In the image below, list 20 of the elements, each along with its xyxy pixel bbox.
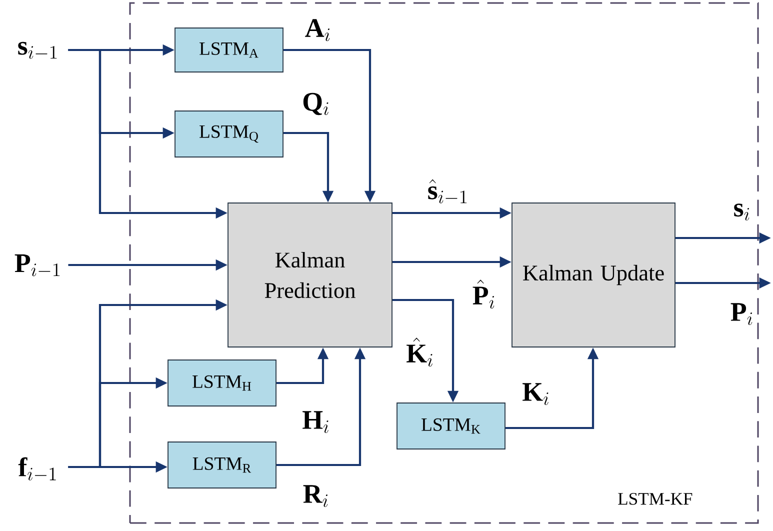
edge-label: $\mathbf{Q}_i$ — [300, 92, 332, 116]
lstm-box: LSTM$_{A}$ — [174, 28, 284, 72]
edge-label: $\mathbf{P}_i$ — [729, 302, 755, 326]
edge-label: $\hat{\mathbf{P}}_i$ — [471, 278, 497, 310]
edge-label: $\mathbf{R}_i$ — [302, 484, 330, 508]
edge-label: $\mathbf{s}_i$ — [732, 202, 752, 222]
kalman-box: Kalman Prediction — [228, 202, 392, 348]
kalman-box: Kalman Update — [512, 202, 676, 348]
lstm-box: LSTM$_{Q}$ — [174, 110, 284, 158]
edge-label: $\mathbf{A}_i$ — [304, 18, 332, 42]
signal-label: $\mathbf{f}_{i-1}$ — [18, 457, 56, 480]
signal-label: $\mathbf{P}_{i-1}$ — [14, 254, 60, 276]
lstm-box: LSTM$_{K}$ — [396, 402, 506, 450]
edge-label: $\mathbf{K}_i$ — [520, 382, 552, 406]
edge-label: $\hat{\mathbf{s}}_{i-1}$ — [426, 178, 470, 206]
edge-label: $\hat{\mathbf{K}}_i$ — [404, 336, 436, 368]
lstm-box: LSTM$_{R}$ — [168, 442, 276, 488]
lstm-box: LSTM$_{H}$ — [168, 360, 276, 406]
signal-label: $\mathbf{s}_{i-1}$ — [18, 42, 57, 59]
edge-label: $\mathbf{H}_i$ — [300, 410, 332, 434]
